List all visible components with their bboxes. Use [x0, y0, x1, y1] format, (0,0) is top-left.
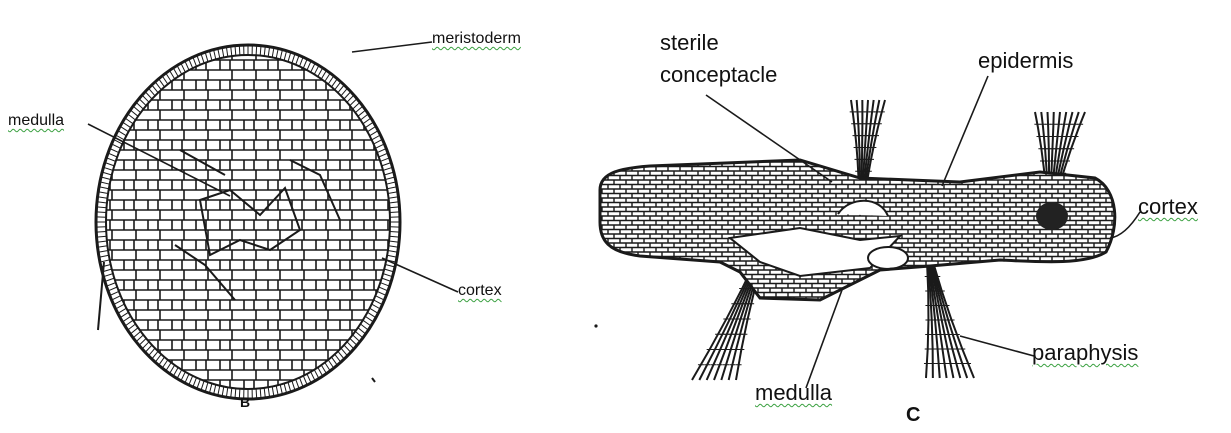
label-cortex-c: cortex	[1138, 194, 1198, 220]
panel-letter-b: B	[240, 394, 250, 410]
label-paraphysis: paraphysis	[1032, 340, 1138, 366]
label-sterile-line1: sterile	[660, 30, 719, 56]
label-medulla-c: medulla	[755, 380, 832, 406]
label-medulla-b: medulla	[8, 112, 64, 130]
panel-letter-c: C	[906, 404, 920, 427]
label-sterile-line2: conceptacle	[660, 62, 777, 88]
label-epidermis: epidermis	[978, 48, 1073, 74]
label-meristoderm: meristoderm	[432, 30, 521, 48]
section-b	[88, 40, 458, 410]
label-cortex-b: cortex	[458, 282, 502, 300]
